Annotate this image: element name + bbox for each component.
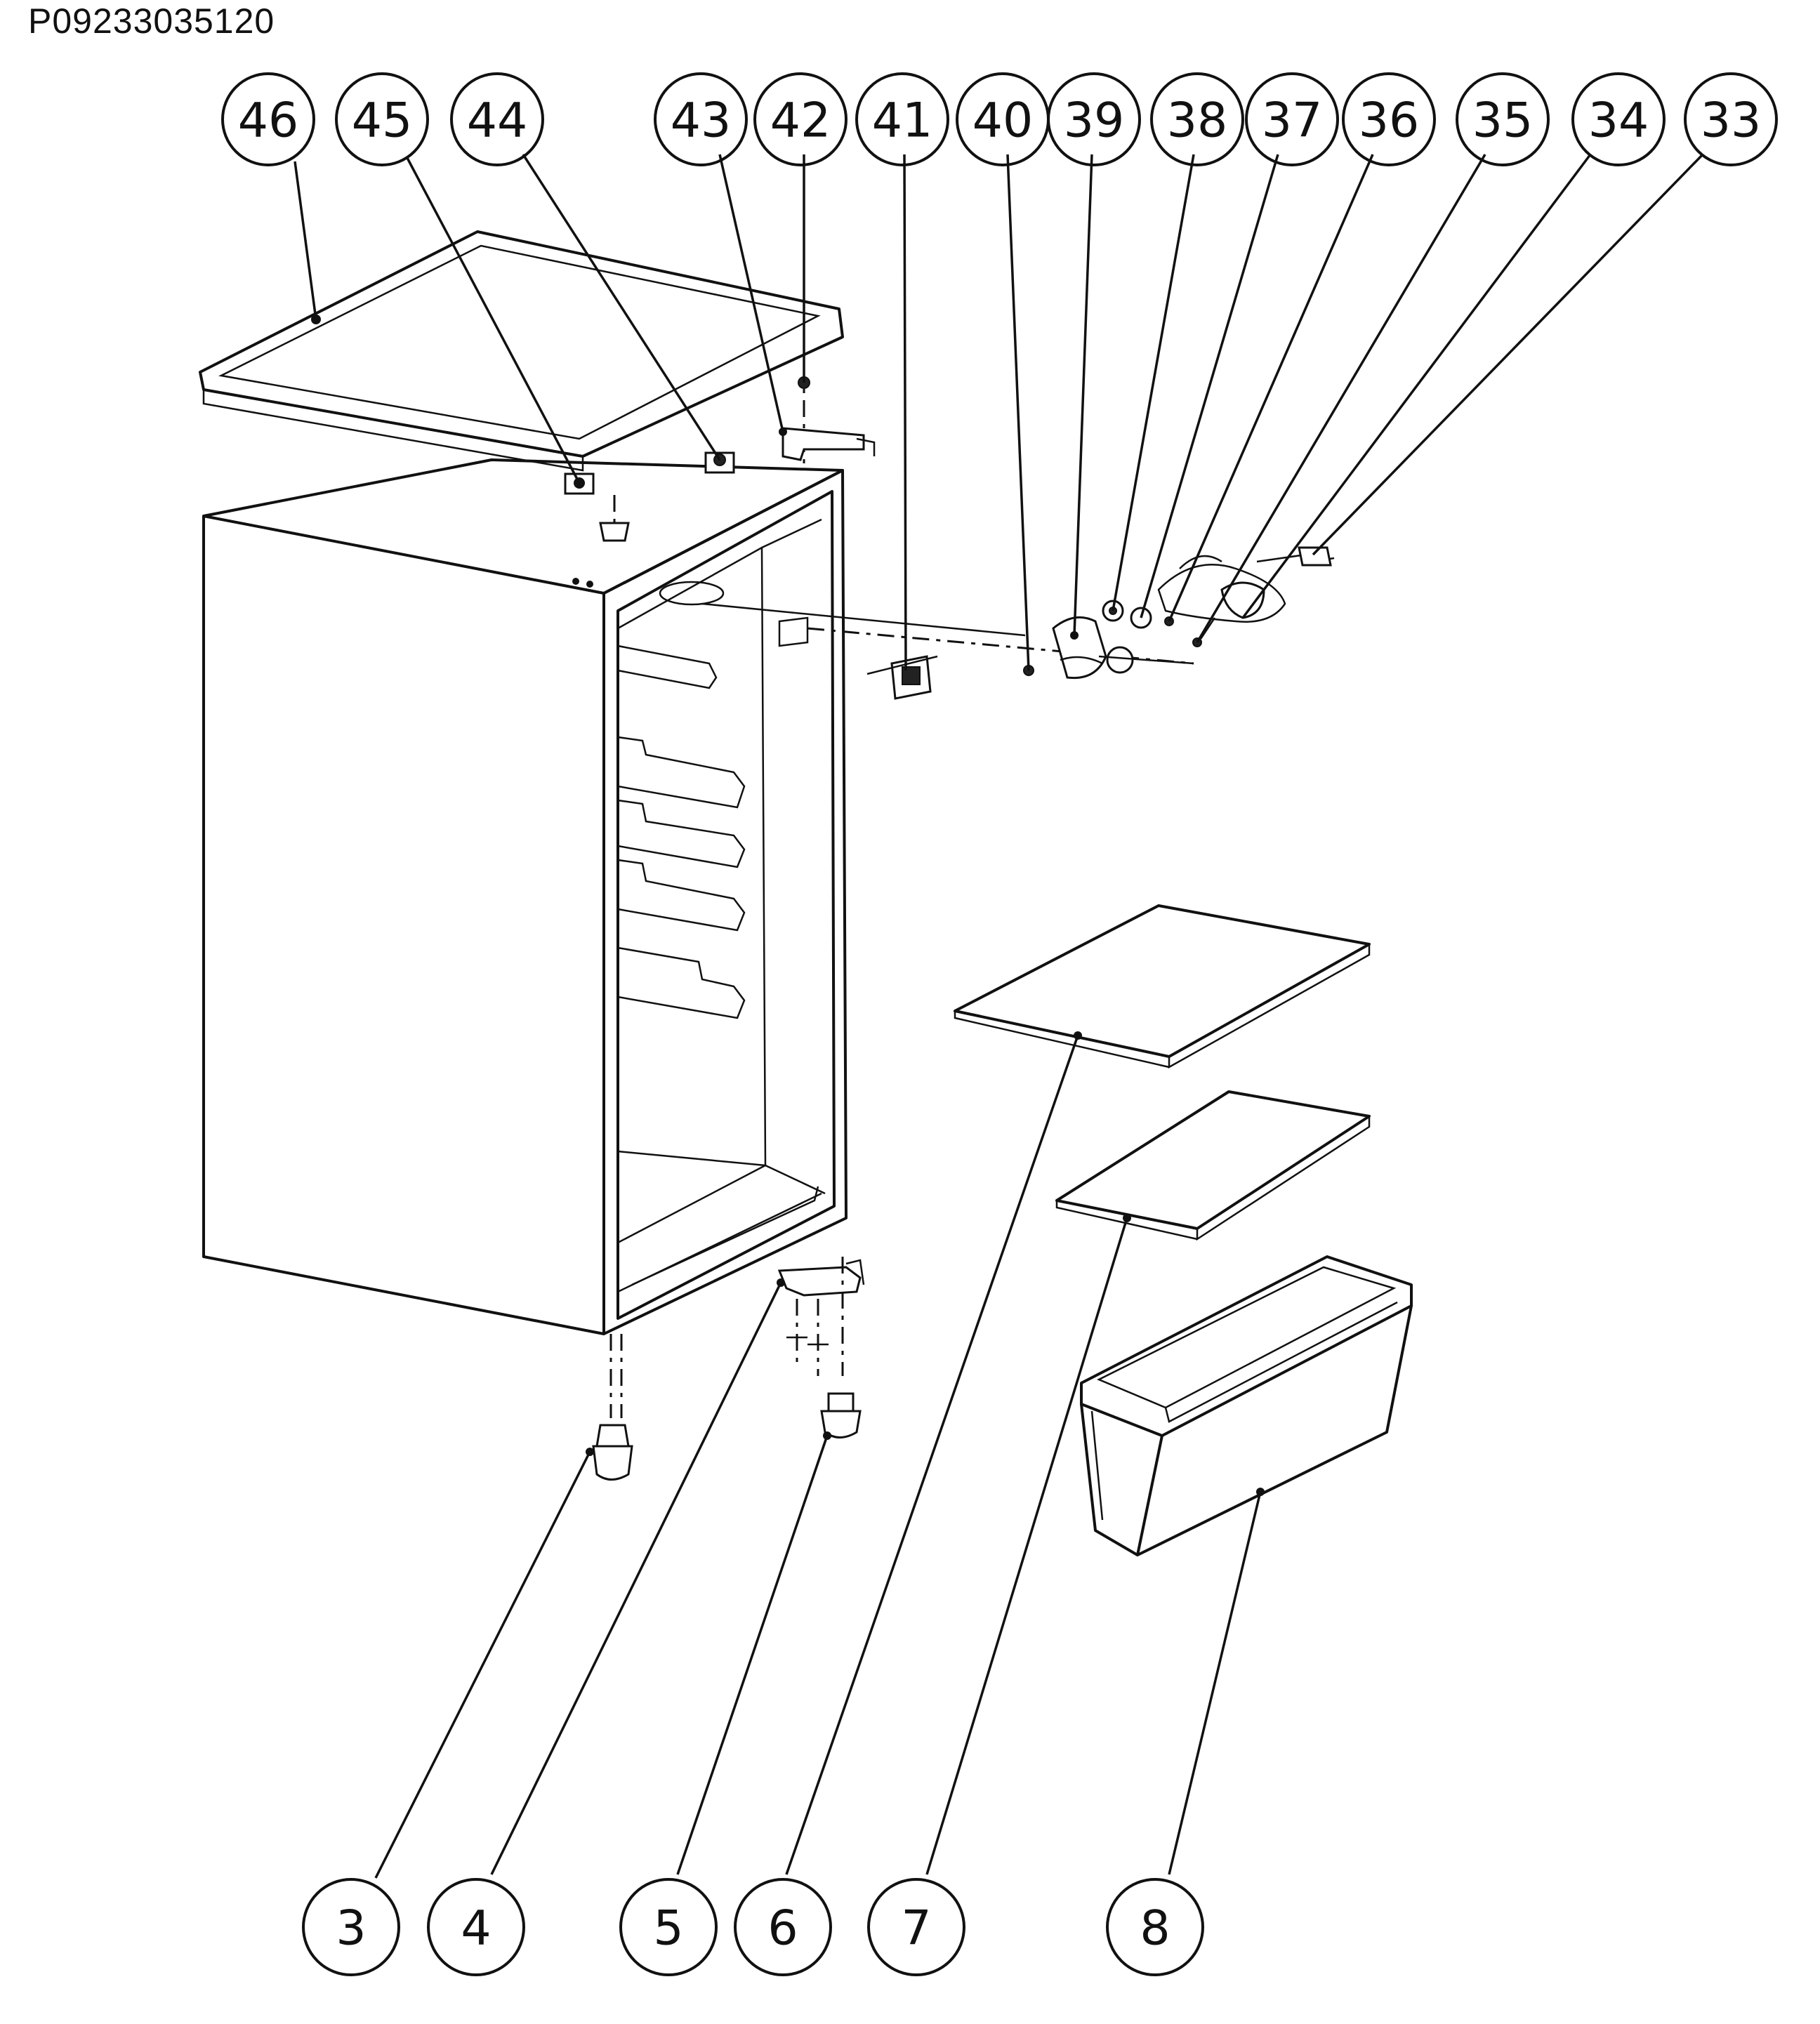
document-id: P09233035120: [28, 1, 275, 41]
svg-text:41: 41: [872, 93, 933, 149]
callout-36: 36: [1342, 72, 1436, 166]
callout-40: 40: [956, 72, 1050, 166]
svg-text:38: 38: [1167, 93, 1228, 149]
callout-43: 43: [654, 72, 748, 166]
svg-text:4: 4: [461, 1901, 491, 1957]
svg-text:35: 35: [1472, 93, 1534, 149]
callout-42: 42: [753, 72, 848, 166]
top-hinge-parts: [564, 365, 876, 542]
callout-39: 39: [1047, 72, 1141, 166]
callout-33: 33: [1684, 72, 1778, 166]
callout-8: 8: [1106, 1878, 1204, 1976]
svg-text:5: 5: [653, 1901, 683, 1957]
svg-text:34: 34: [1588, 93, 1649, 149]
callout-44: 44: [450, 72, 544, 166]
crisper-drawer: [1080, 1255, 1413, 1556]
callout-34: 34: [1571, 72, 1666, 166]
shelves: [954, 904, 1371, 1241]
callout-41: 41: [855, 72, 949, 166]
callout-45: 45: [335, 72, 429, 166]
leader-lines: [294, 153, 1704, 1879]
svg-text:3: 3: [336, 1901, 366, 1957]
svg-text:44: 44: [467, 93, 528, 149]
svg-text:46: 46: [238, 93, 299, 149]
svg-text:37: 37: [1262, 93, 1323, 149]
callout-46: 46: [221, 72, 315, 166]
svg-text:7: 7: [901, 1901, 931, 1957]
svg-text:8: 8: [1140, 1901, 1170, 1957]
callout-4: 4: [427, 1878, 525, 1976]
svg-text:40: 40: [972, 93, 1034, 149]
svg-text:39: 39: [1064, 93, 1125, 149]
svg-text:33: 33: [1701, 93, 1762, 149]
thermostat-assembly: [701, 546, 1335, 700]
callout-6: 6: [734, 1878, 832, 1976]
top-cover: [199, 230, 844, 472]
svg-text:43: 43: [671, 93, 732, 149]
svg-text:42: 42: [770, 93, 831, 149]
svg-text:36: 36: [1359, 93, 1420, 149]
callout-5: 5: [619, 1878, 718, 1976]
callout-38: 38: [1150, 72, 1244, 166]
callout-3: 3: [302, 1878, 400, 1976]
bottom-parts: [586, 1257, 865, 1481]
cabinet-body: [202, 458, 848, 1335]
callout-37: 37: [1245, 72, 1339, 166]
callout-35: 35: [1456, 72, 1550, 166]
svg-text:45: 45: [352, 93, 413, 149]
callout-7: 7: [867, 1878, 965, 1976]
svg-text:6: 6: [767, 1901, 798, 1957]
